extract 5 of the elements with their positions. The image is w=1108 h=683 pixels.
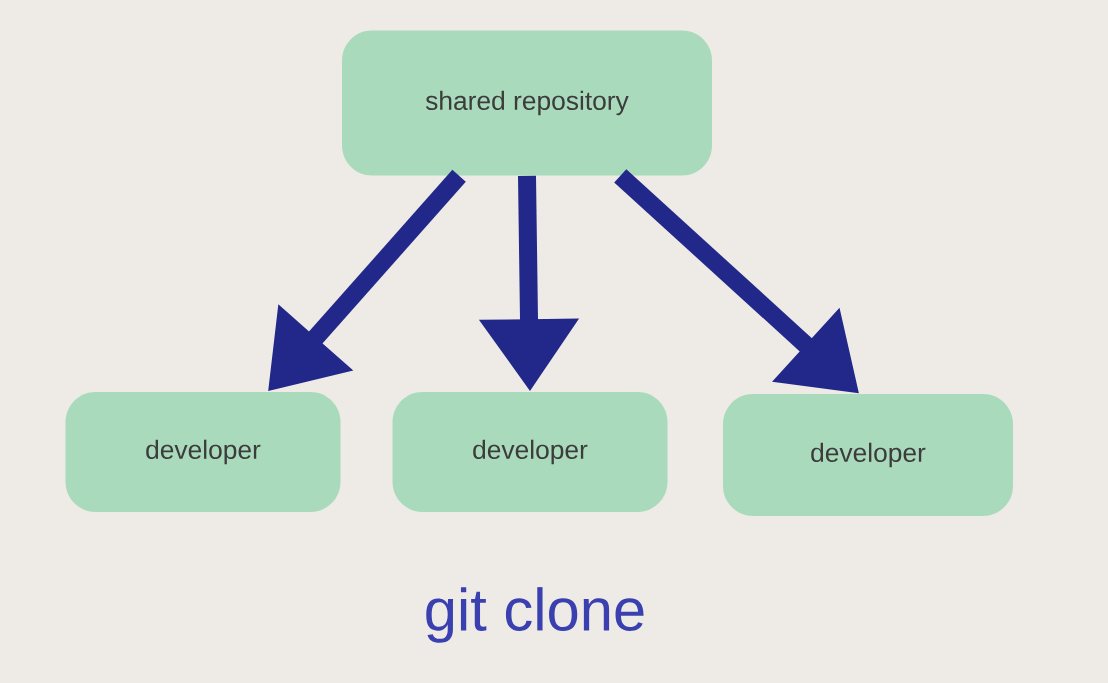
- developer-box: developer: [65, 392, 341, 512]
- repository-box: shared repository: [342, 30, 712, 176]
- title: git clone: [426, 587, 644, 643]
- developer-box: developer: [723, 394, 1013, 516]
- developer-box: developer: [392, 392, 668, 512]
